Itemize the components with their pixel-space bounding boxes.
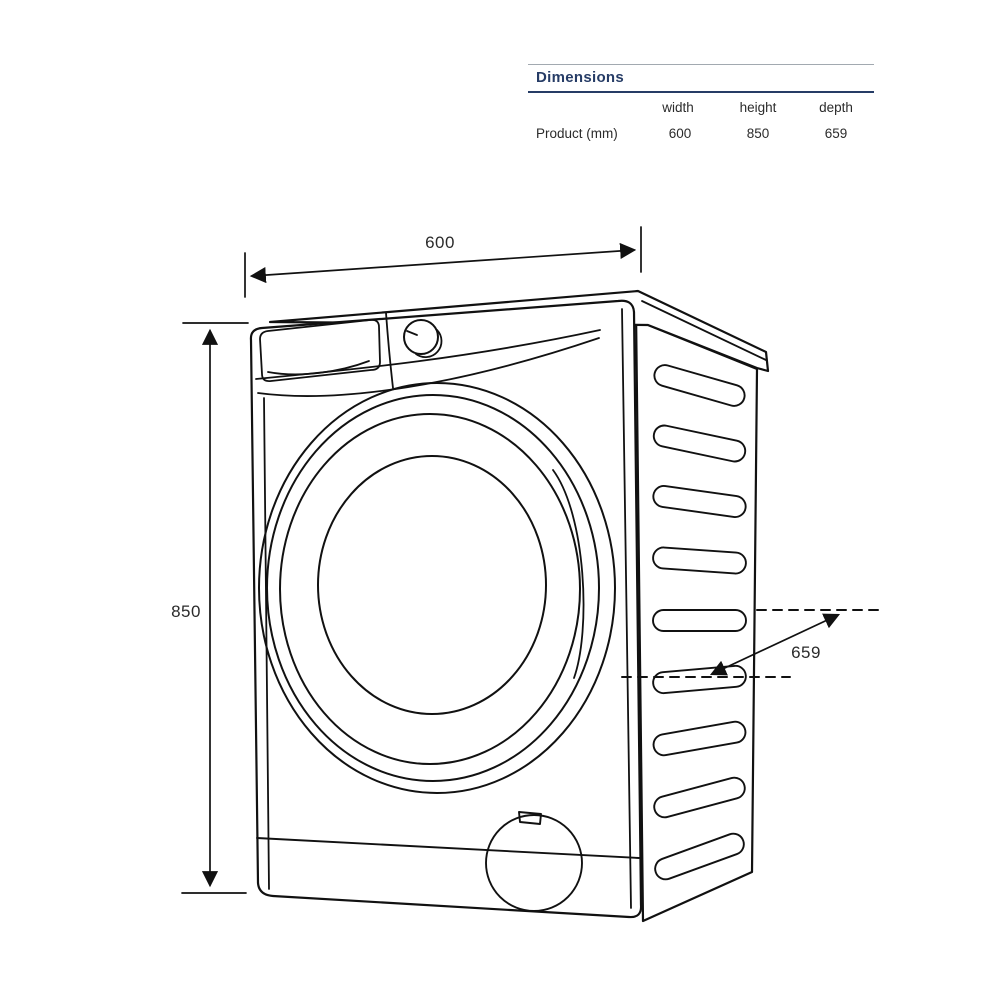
- product-width-value: 600: [668, 126, 692, 141]
- control-panel: [255, 312, 601, 397]
- depth-dimension-lines: [621, 609, 883, 678]
- kick-panel: [256, 811, 640, 912]
- product-height-value: 850: [746, 126, 770, 141]
- product-depth-value: 659: [824, 126, 848, 141]
- table-title-rule: [528, 91, 874, 93]
- height-dimension-lines: [181, 322, 249, 894]
- filter-door-tab: [518, 811, 542, 825]
- detergent-drawer: [259, 318, 381, 383]
- filter-door: [485, 814, 583, 912]
- column-header-height: height: [739, 100, 777, 115]
- program-knob: [403, 319, 443, 359]
- door: [258, 382, 616, 794]
- dimensions-table: Dimensions width height depth Product (m…: [528, 55, 874, 151]
- top-lid: [268, 289, 770, 373]
- front-panel: [249, 299, 643, 919]
- column-header-depth: depth: [819, 100, 853, 115]
- width-dim-label: 600: [425, 233, 455, 252]
- side-vent-slots: [652, 364, 747, 881]
- washing-machine-drawing: [249, 289, 770, 923]
- row-label-product: Product (mm): [536, 126, 618, 141]
- depth-dim-label: 659: [791, 643, 821, 662]
- door-glass: [317, 455, 547, 715]
- dimensions-table-title: Dimensions: [536, 69, 625, 86]
- height-dim-label: 850: [171, 602, 201, 621]
- door-curve-highlight: [552, 469, 585, 679]
- width-dimension-lines: [244, 226, 642, 298]
- column-header-width: width: [662, 100, 694, 115]
- side-panel: [634, 308, 759, 923]
- panel-divider-line: [385, 312, 394, 389]
- table-top-rule: [528, 64, 874, 65]
